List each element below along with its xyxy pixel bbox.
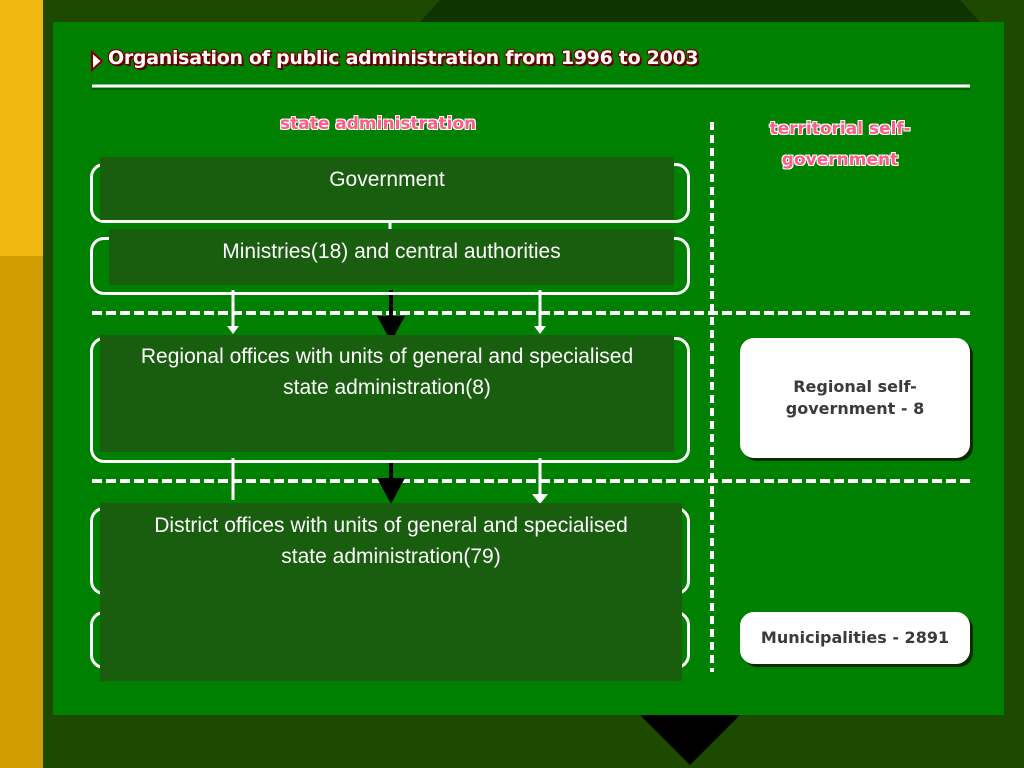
regional-self-government-label: Regional self-government - 8 — [785, 377, 925, 418]
government-box: Government — [100, 157, 674, 220]
regional-offices-box: Regional offices with units of general a… — [100, 335, 674, 452]
title-bullet-icon — [91, 50, 104, 72]
territorial-self-government-label: territorial self-government — [769, 119, 911, 170]
ministries-box: Ministries(18) and central authorities — [109, 229, 674, 285]
side-bar-bottom — [0, 256, 43, 768]
state-administration-label: state administration — [280, 114, 477, 134]
district-offices-box: District offices with units of general a… — [100, 503, 682, 681]
municipalities-label: Municipalities - 2891 — [760, 628, 950, 647]
regional-self-government-box: Regional self-government - 8 — [740, 338, 970, 458]
municipalities-box: Municipalities - 2891 — [740, 612, 970, 664]
side-bar-top — [0, 0, 43, 256]
bottom-diamond — [640, 715, 740, 765]
top-diamond — [420, 0, 980, 22]
diagram-title: Organisation of public administration fr… — [108, 47, 699, 69]
